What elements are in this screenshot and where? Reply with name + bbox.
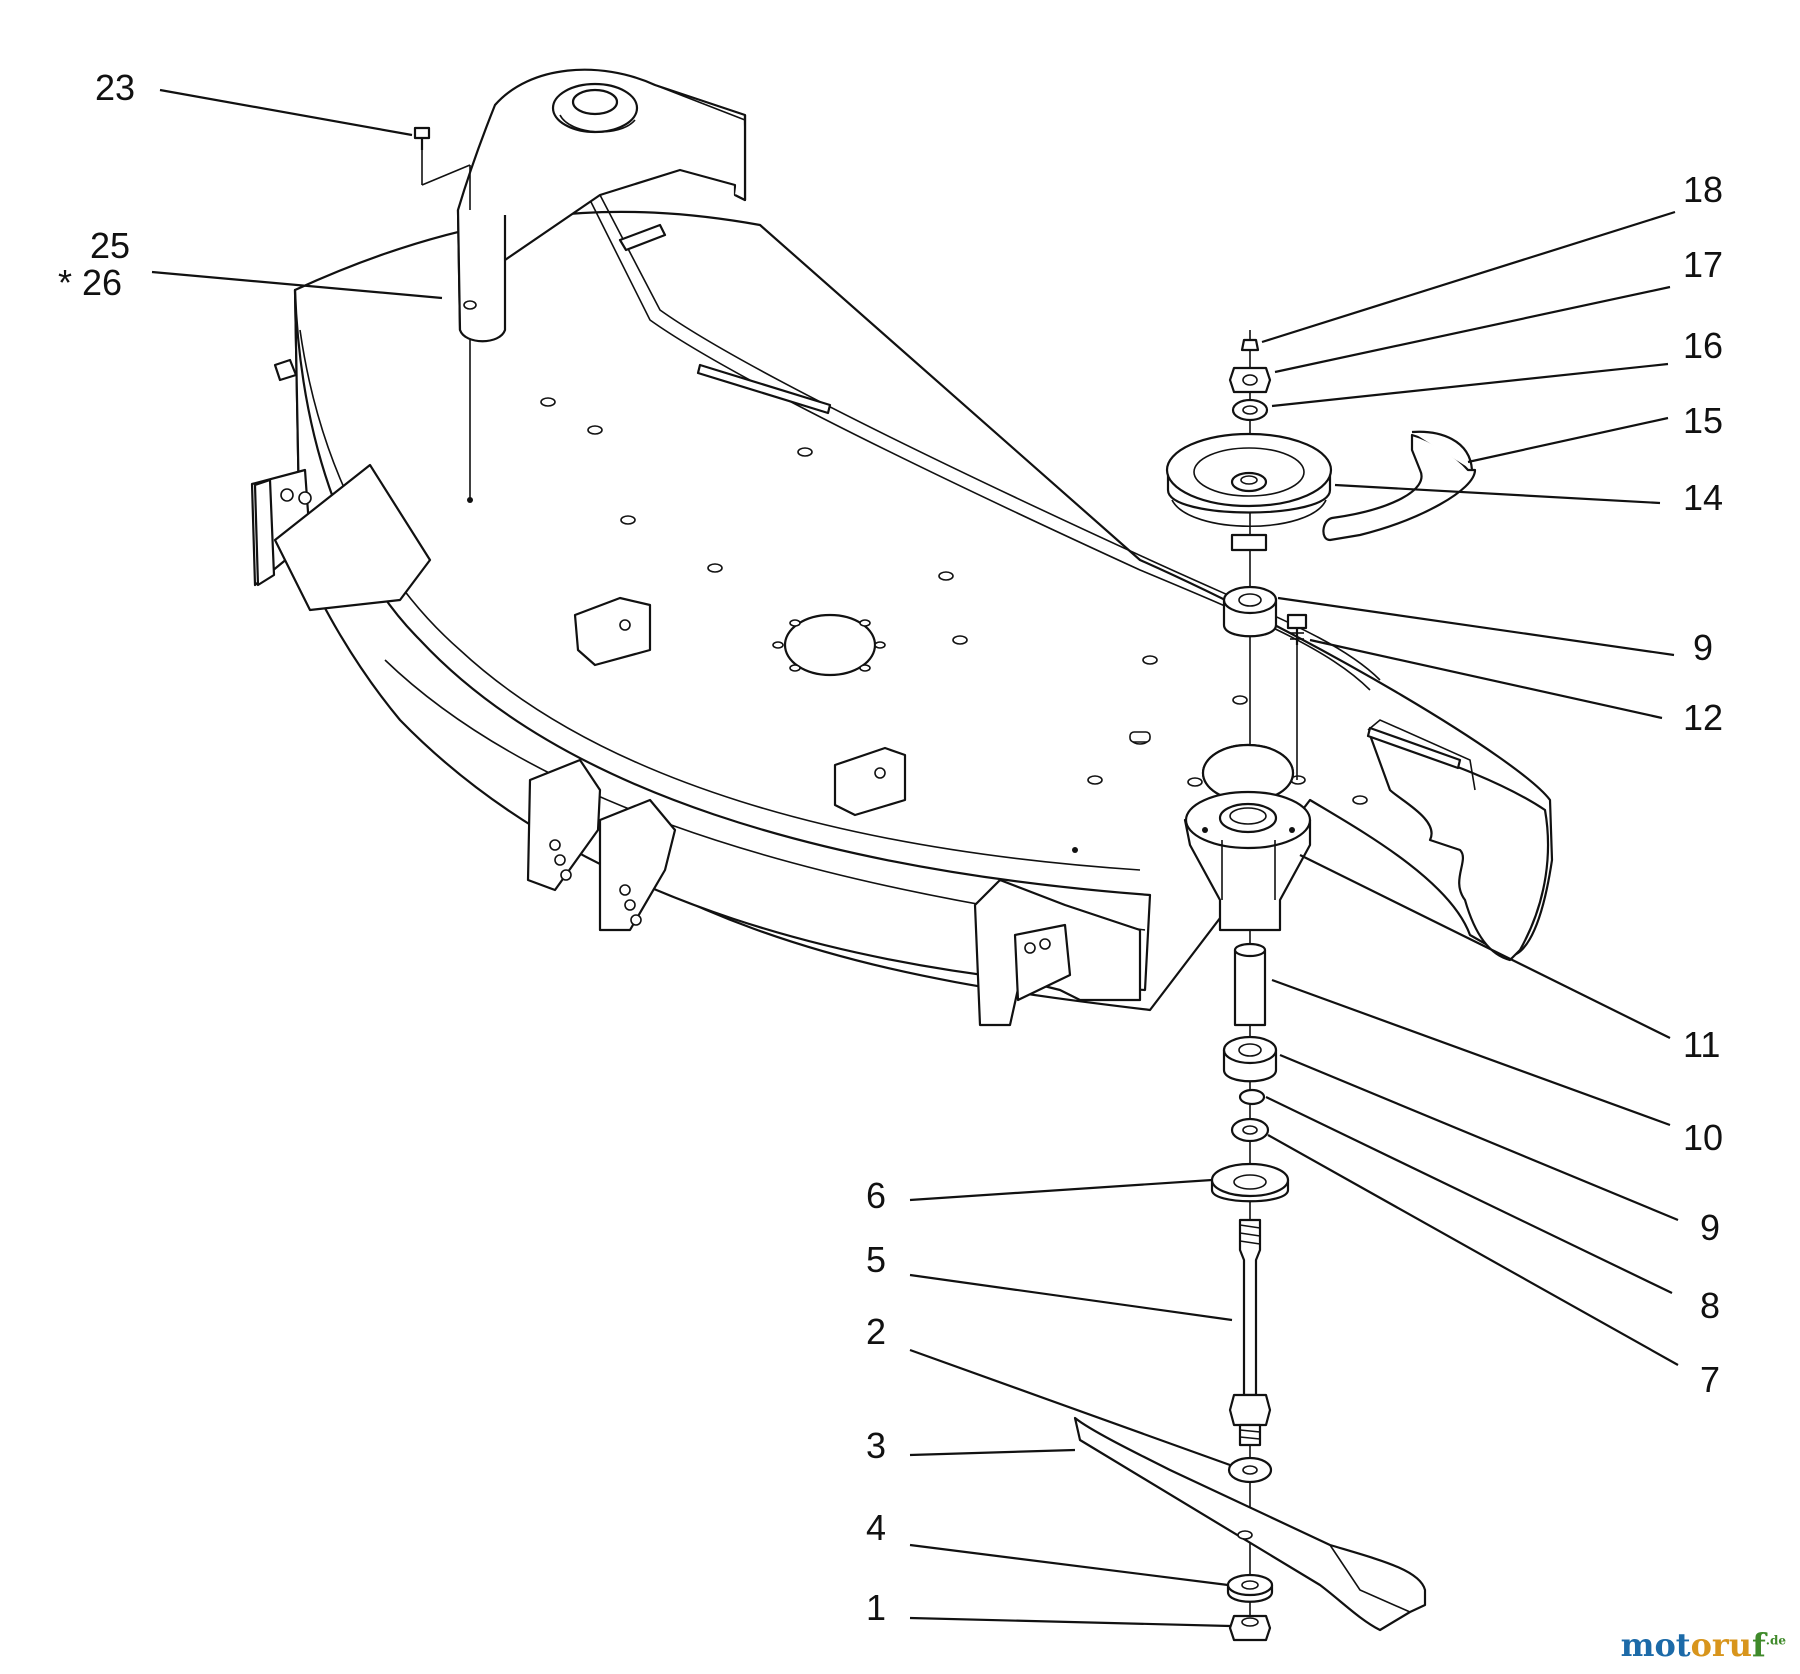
callout-25: 25 (90, 225, 130, 266)
callout-15: 15 (1683, 400, 1723, 441)
callout-11: 11 (1683, 1024, 1720, 1065)
callout-17: 17 (1683, 244, 1723, 285)
callout-3: 3 (866, 1425, 886, 1466)
callout-2: 2 (866, 1311, 886, 1352)
callout-6: 6 (866, 1175, 886, 1216)
watermark-logo: motoruf.de (1621, 1626, 1786, 1664)
callout-1: 1 (866, 1587, 886, 1628)
callout-4: 4 (866, 1507, 886, 1548)
spindle-stack (413, 126, 1477, 1642)
leader-lines (151, 88, 1679, 1628)
watermark-letter: f (1752, 1626, 1766, 1664)
callout-8: 8 (1700, 1285, 1720, 1326)
callout-9-lower: 9 (1700, 1207, 1720, 1248)
callout-14: 14 (1683, 477, 1723, 518)
watermark-letter: m (1620, 1626, 1655, 1664)
callout-18: 18 (1683, 169, 1723, 210)
callout-5: 5 (866, 1239, 886, 1280)
watermark-letter: o (1690, 1626, 1712, 1664)
callout-16: 16 (1683, 325, 1723, 366)
callout-7: 7 (1700, 1359, 1720, 1400)
callout-labels: 23 25 * 26 18 17 16 15 14 9 12 11 10 9 8… (58, 67, 1723, 1628)
callout-10: 10 (1683, 1117, 1723, 1158)
watermark-letter: r (1711, 1626, 1729, 1664)
watermark-text: motoruf (1621, 1626, 1766, 1664)
callout-23: 23 (95, 67, 135, 108)
watermark-suffix: .de (1765, 1633, 1786, 1648)
watermark-letter: t (1675, 1626, 1691, 1664)
callout-26: * 26 (58, 262, 122, 303)
callout-12: 12 (1683, 697, 1723, 738)
watermark-letter: o (1654, 1626, 1676, 1664)
watermark-letter: u (1728, 1626, 1753, 1664)
callout-9-upper: 9 (1693, 627, 1713, 668)
mower-deck (250, 68, 1554, 1027)
